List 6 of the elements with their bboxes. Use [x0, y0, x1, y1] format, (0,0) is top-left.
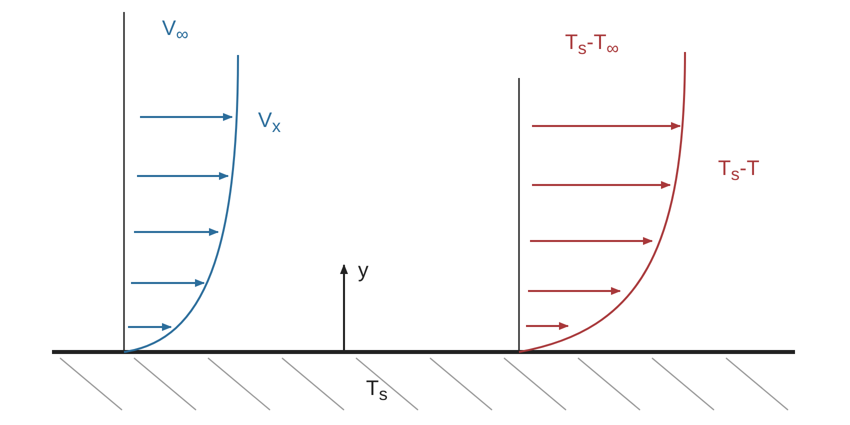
- temperature-difference-label: T$_{s}$-T$_{∞}$: [565, 32, 619, 58]
- surface-temperature-label: T$_{s}$: [366, 378, 388, 404]
- axis-label: y: [358, 260, 368, 281]
- temperature-difference-label: T$_{s}$-T: [718, 158, 760, 184]
- velocity-label: V$_{x}$: [258, 110, 281, 136]
- freestream-velocity-label: V$_{∞}$: [162, 18, 188, 44]
